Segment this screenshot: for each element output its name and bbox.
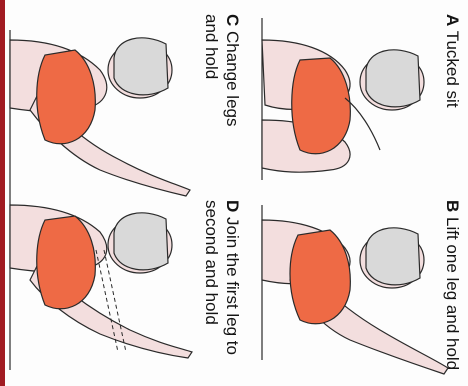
figure-b-cap: [366, 228, 420, 285]
figure-a-tucked-sit: [262, 18, 424, 180]
figure-d-join-legs: [10, 205, 192, 358]
figure-a-costume: [292, 58, 351, 154]
figure-d-costume: [37, 216, 96, 309]
figure-b-costume: [290, 230, 350, 324]
figure-d-cap: [114, 213, 168, 270]
figure-c-cap: [114, 38, 168, 95]
figure-b-lift-one-leg: [262, 205, 448, 374]
figure-c-costume: [37, 50, 96, 144]
figure-a-cap: [366, 50, 420, 107]
